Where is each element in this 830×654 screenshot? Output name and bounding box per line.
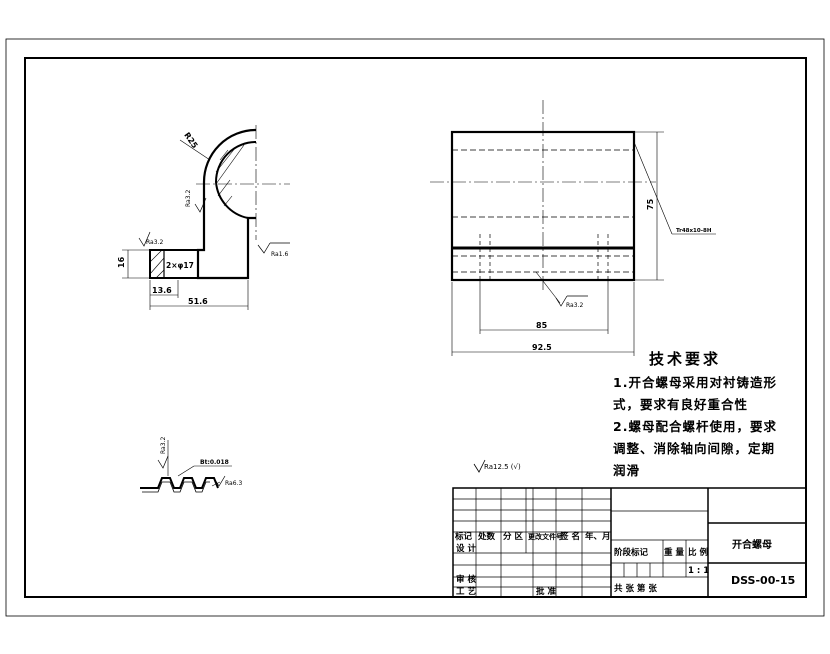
front-view	[430, 100, 716, 356]
dim-ra32-left: Ra3.2	[146, 239, 163, 246]
tb-scale-label: 比 例	[688, 547, 708, 558]
dim-bt: Bt:0.018	[200, 459, 229, 466]
tb-sign: 签 名	[559, 531, 580, 542]
tb-sheets: 共 张 第 张	[614, 583, 657, 594]
dim-92-5: 92.5	[532, 343, 552, 352]
dim-ra32-front: Ra3.2	[566, 302, 583, 309]
tb-scale: 1 : 1	[688, 566, 709, 576]
tech-line-3: 2.螺母配合螺杆使用，要求	[613, 419, 777, 434]
tb-docno: 更改文件号	[528, 532, 563, 541]
dim-13-6: 13.6	[152, 286, 172, 295]
dim-ra32-thread: Ra3.2	[160, 437, 167, 454]
dim-85: 85	[536, 321, 548, 330]
general-roughness-symbol	[473, 459, 486, 473]
tb-stage: 阶段标记	[614, 547, 649, 558]
thread-detail	[140, 440, 232, 493]
tech-line-1: 1.开合螺母采用对衬铸造形	[613, 375, 777, 390]
tb-drawing-no: DSS-00-15	[731, 574, 795, 587]
title-block	[452, 487, 807, 598]
tb-mark: 标记	[454, 531, 473, 542]
tb-check: 审 核	[456, 574, 476, 585]
inner-border	[24, 57, 807, 598]
dim-phi17: 2×φ17	[166, 261, 194, 270]
dim-ra63: Ra6.3	[225, 480, 242, 487]
tech-title: 技术要求	[649, 350, 722, 368]
tb-part-name: 开合螺母	[732, 538, 772, 551]
tb-weight: 重 量	[664, 547, 684, 558]
outer-border	[5, 38, 825, 617]
dim-ra125: Ra12.5 (√)	[484, 463, 521, 471]
dim-r25: R25	[182, 131, 200, 151]
tb-process: 工 艺	[456, 586, 476, 597]
dim-51-6: 51.6	[188, 297, 208, 306]
tech-line-4: 调整、消除轴向间隙，定期	[613, 441, 776, 456]
dim-75: 75	[646, 198, 655, 210]
tb-zone: 分 区	[503, 531, 523, 542]
tb-design: 设 计	[456, 543, 476, 554]
tb-count: 处数	[477, 531, 496, 542]
dim-ra3-top: Ra3.2	[185, 190, 192, 207]
tb-date: 年、月	[585, 531, 611, 542]
tech-line-5: 润滑	[613, 463, 641, 478]
tb-approve: 批 准	[536, 586, 556, 597]
tech-line-2: 式，要求有良好重合性	[613, 397, 749, 412]
technical-requirements: 技术要求 1.开合螺母采用对衬铸造形 式，要求有良好重合性 2.螺母配合螺杆使用…	[613, 348, 813, 482]
dim-ra16: Ra1.6	[271, 251, 288, 258]
dim-thread: Tr48x10-8H	[676, 228, 712, 234]
side-view	[122, 125, 290, 310]
dim-h16: 16	[117, 256, 126, 268]
